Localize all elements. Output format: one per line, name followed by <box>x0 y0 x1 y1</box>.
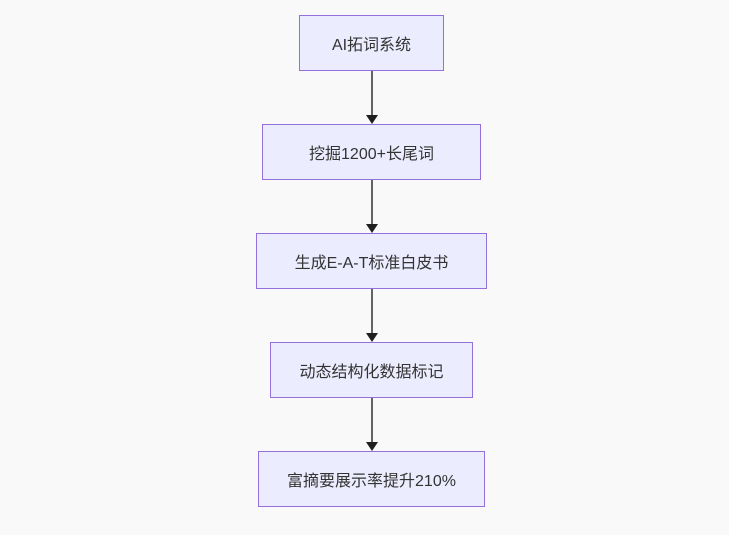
flow-node-label: 生成E-A-T标准白皮书 <box>294 255 449 272</box>
flow-node-label: 挖掘1200+长尾词 <box>309 146 434 163</box>
arrow-line <box>370 71 373 116</box>
flow-node-structured-data: 动态结构化数据标记 <box>270 342 473 398</box>
flow-node-label: 富摘要展示率提升210% <box>287 473 456 490</box>
arrowhead-down-icon <box>365 442 378 451</box>
arrowhead-down-icon <box>365 115 378 124</box>
flow-arrow-3 <box>365 289 378 342</box>
flow-arrow-2 <box>365 180 378 233</box>
flow-arrow-1 <box>365 71 378 124</box>
arrowhead-down-icon <box>365 224 378 233</box>
flow-node-longtail-mining: 挖掘1200+长尾词 <box>262 124 481 180</box>
arrow-line <box>370 289 373 334</box>
arrow-line <box>370 180 373 225</box>
flowchart-column: AI拓词系统 挖掘1200+长尾词 生成E-A-T标准白皮书 动态结构化数据标记 <box>7 15 729 507</box>
arrowhead-down-icon <box>365 333 378 342</box>
arrow-line <box>370 398 373 443</box>
flow-node-ai-word-system: AI拓词系统 <box>299 15 444 71</box>
flow-node-eat-whitepaper: 生成E-A-T标准白皮书 <box>256 233 487 289</box>
flow-arrow-4 <box>365 398 378 451</box>
flow-node-label: 动态结构化数据标记 <box>299 364 444 381</box>
flow-node-rich-snippet-result: 富摘要展示率提升210% <box>258 451 485 507</box>
flow-node-label: AI拓词系统 <box>331 37 412 54</box>
